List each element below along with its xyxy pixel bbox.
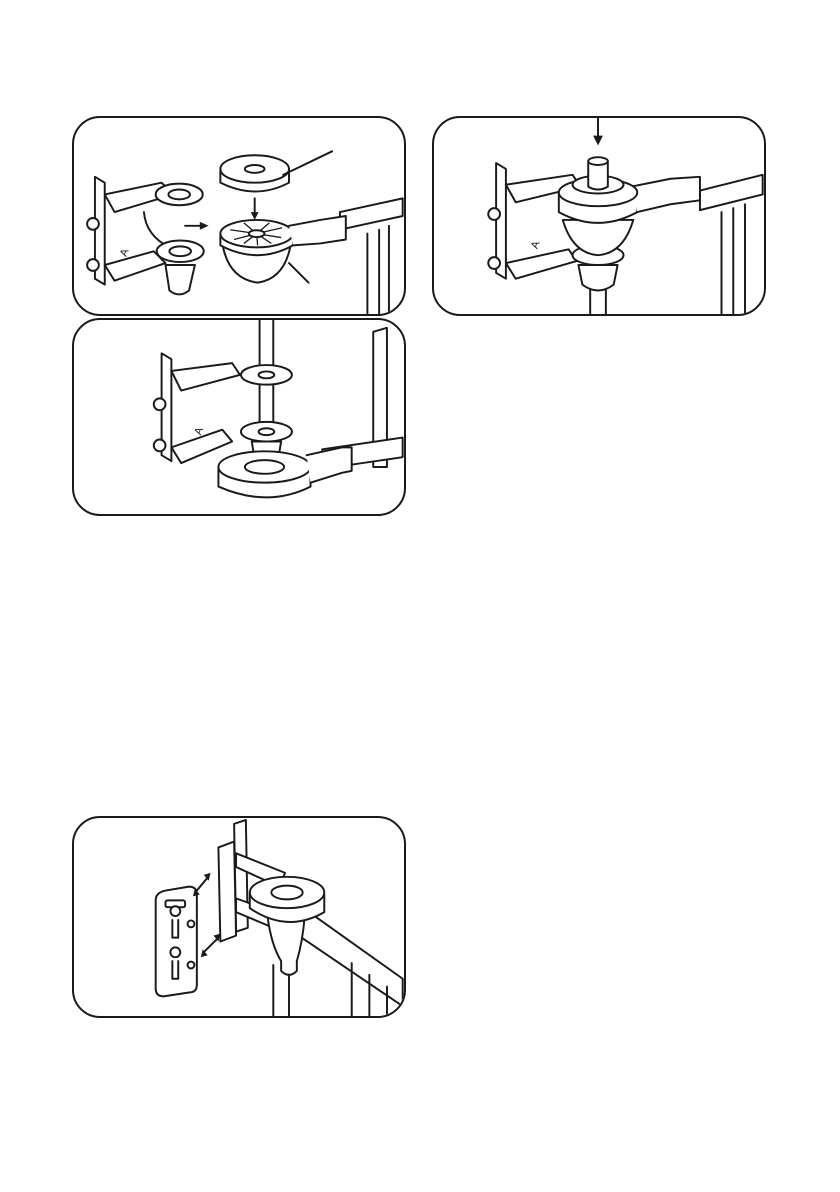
- cup-hole: [249, 230, 265, 237]
- figure-washer-cup-exploded: A: [72, 116, 406, 316]
- gate-top-rail: [700, 175, 763, 210]
- illustration-hinge-assembled: A: [434, 118, 764, 314]
- arrow-double: [205, 940, 217, 952]
- ring-hole: [168, 190, 190, 200]
- washer-hole: [245, 165, 265, 173]
- leader-line: [289, 263, 309, 283]
- illustration-bracket-on-pole: A: [74, 320, 404, 514]
- figure-bracket-on-pole: A: [72, 318, 406, 516]
- ring-hole: [259, 371, 275, 378]
- arrow-down-head: [593, 136, 603, 146]
- screw-head: [87, 218, 99, 230]
- bracket-cup-lower: [578, 265, 617, 290]
- arrow-double: [197, 879, 207, 891]
- leader-line: [283, 151, 332, 175]
- hinge-pin-top: [588, 157, 608, 165]
- bracket-arm-lower: [506, 249, 577, 278]
- ring-hole: [169, 246, 191, 256]
- cup-hole: [271, 886, 302, 900]
- bracket-side: [218, 842, 236, 942]
- gate-top-rail: [340, 198, 403, 229]
- screw-head: [154, 398, 166, 410]
- keyhole-slot: [170, 947, 180, 978]
- bracket-letter: A: [192, 425, 206, 437]
- screw-head: [488, 208, 500, 220]
- arrow-down-head: [251, 212, 259, 220]
- illustration-wall-plate: [74, 818, 404, 1016]
- ring-hole: [259, 428, 275, 435]
- cup-hole: [245, 460, 284, 474]
- bracket-letter: A: [118, 247, 132, 259]
- bracket-cup-lower: [166, 265, 195, 294]
- bracket-arm-lower: [105, 251, 166, 280]
- gate-connector: [631, 177, 700, 212]
- figure-hinge-assembled: A: [432, 116, 766, 316]
- bracket-arm-upper: [171, 363, 240, 390]
- gate-connector: [289, 216, 346, 245]
- illustration-washer-cup: A: [74, 118, 404, 314]
- arrow-head: [200, 222, 209, 230]
- figure-wall-plate: [72, 816, 406, 1018]
- gate-connector: [307, 447, 352, 482]
- keyhole-slot: [170, 906, 180, 937]
- screw-head: [87, 259, 99, 271]
- screw-hole: [188, 920, 195, 927]
- screw-head: [154, 440, 166, 452]
- screw-head: [488, 257, 500, 269]
- gate-cup-body: [563, 220, 634, 255]
- screw-hole: [188, 962, 195, 969]
- bracket-letter: A: [529, 239, 543, 251]
